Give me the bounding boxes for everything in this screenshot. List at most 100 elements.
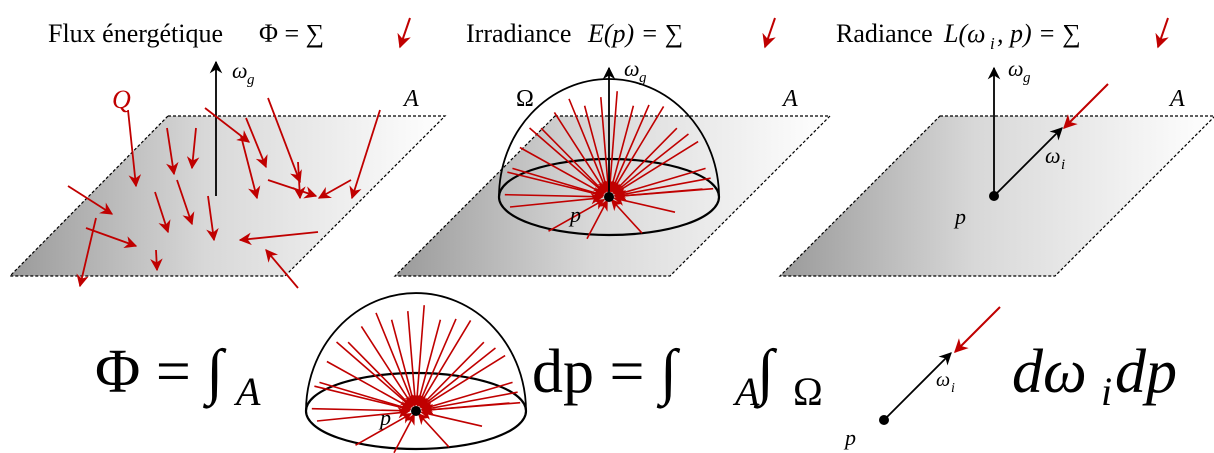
equation-hemisphere-ray xyxy=(355,413,413,446)
irradiance-omega-label: Ω xyxy=(516,86,534,112)
irradiance-hemisphere-ray xyxy=(610,104,650,193)
title-radiance: Radiance L(ω i , p) = ∑ xyxy=(836,17,1169,53)
title-irradiance-math: E(p) = ∑ xyxy=(587,19,683,48)
equation-hemisphere-ray xyxy=(419,341,485,408)
panel-radiance: A ω g p ω i xyxy=(778,56,1214,277)
equation-hemisphere-ray xyxy=(411,305,425,406)
irradiance-hemisphere-ray xyxy=(613,167,706,198)
radiance-incoming-ray xyxy=(1063,83,1109,129)
title-flux-text: Flux énergétique xyxy=(48,19,223,48)
equation-hemisphere-ray xyxy=(375,312,415,407)
equation-hemisphere-ray xyxy=(393,413,415,453)
irradiance-hemisphere-ray xyxy=(586,199,608,240)
title-radiance-ray-icon xyxy=(1155,17,1169,49)
equation-int1-sub: A xyxy=(233,369,261,414)
flux-ray xyxy=(267,179,318,199)
irradiance-hemisphere-ray xyxy=(604,91,618,192)
irradiance-hemisphere-ray xyxy=(583,105,611,193)
equation-int3-sub: Ω xyxy=(793,369,823,414)
flux-ray xyxy=(67,185,114,215)
irradiance-hemisphere-ray xyxy=(612,127,678,194)
radiance-normal-label: ω xyxy=(1008,56,1024,81)
irradiance-hemisphere-ray xyxy=(611,106,665,193)
irradiance-hemisphere-ray xyxy=(529,127,606,194)
irradiance-hemisphere-ray xyxy=(615,188,703,202)
equation-hemisphere-ray xyxy=(418,320,472,407)
flux-ray xyxy=(240,135,261,200)
title-radiance-math-sub: i xyxy=(990,34,995,53)
equation-mid: dp = ∫ xyxy=(532,338,681,409)
irradiance-point-label: p xyxy=(568,202,581,227)
equation-hemisphere-ray xyxy=(390,319,418,407)
flux-area-label: A xyxy=(402,86,419,112)
flux-ray xyxy=(85,227,138,249)
flux-ray xyxy=(349,109,381,200)
irradiance-hemisphere-ray xyxy=(568,98,608,193)
irradiance-hemisphere-ray xyxy=(512,167,605,198)
radiance-direction-arrow xyxy=(993,127,1063,197)
equation-hemisphere-ray xyxy=(319,381,412,412)
equation-hemisphere-ray xyxy=(420,409,483,427)
equation-hemisphere-ray xyxy=(336,341,413,408)
flux-ray xyxy=(245,117,268,169)
irradiance-hemisphere-ray xyxy=(613,195,676,213)
equation-hemisphere-ray xyxy=(417,413,450,448)
equation-hemisphere-ray xyxy=(316,407,410,422)
flux-normal-label-sub: g xyxy=(247,72,255,88)
irradiance-hemisphere-point xyxy=(604,192,614,202)
flux-normal-label: ω xyxy=(232,58,248,83)
title-flux-ray-icon xyxy=(397,17,411,49)
equation-int3: ∫ xyxy=(753,338,778,409)
flux-area-plane xyxy=(8,115,447,277)
flux-q-label: Q xyxy=(112,85,131,114)
irradiance-hemisphere-ray xyxy=(613,140,699,195)
irradiance-hemisphere-ray xyxy=(548,199,606,232)
irradiance-hemisphere-ray xyxy=(612,133,689,194)
irradiance-hemisphere-ray xyxy=(507,171,604,199)
title-radiance-math-tail: , p) = ∑ xyxy=(997,19,1081,48)
title-flux: Flux énergétique Φ = ∑ xyxy=(48,17,411,49)
irradiance-hemisphere-ray xyxy=(607,105,635,193)
equation-hemisphere-ray xyxy=(420,354,506,409)
equation-hemisphere-point xyxy=(411,406,421,416)
flux-ray xyxy=(186,127,200,170)
radiance-point-label: p xyxy=(953,204,966,229)
radiance-dir-label: ω xyxy=(1045,143,1061,168)
title-flux-math: Φ = ∑ xyxy=(259,19,324,48)
equation-direction-arrow xyxy=(883,352,952,421)
irradiance-normal-label-sub: g xyxy=(639,70,647,86)
equation-incoming-ray xyxy=(954,306,1001,353)
flux-ray xyxy=(238,231,319,246)
title-irradiance: Irradiance E(p) = ∑ xyxy=(466,17,776,49)
title-irradiance-text: Irradiance xyxy=(466,19,571,48)
flux-ray xyxy=(176,179,195,226)
radiance-area-label: A xyxy=(1168,86,1185,112)
equation-hemisphere-dome xyxy=(305,292,527,412)
radiance-dir-label-sub: i xyxy=(1061,157,1065,173)
equation-hemisphere-ray xyxy=(407,311,421,407)
flux-ray xyxy=(166,127,179,176)
irradiance-area-label: A xyxy=(781,86,798,112)
equation-hemisphere-ray xyxy=(417,318,457,407)
panel-irradiance: A ω g Ω p xyxy=(393,56,832,277)
irradiance-normal-label: ω xyxy=(624,56,640,81)
flux-ray xyxy=(150,249,163,272)
equation-dir-label: ω xyxy=(936,369,950,391)
equation-dir-label-sub: i xyxy=(951,381,955,396)
title-radiance-text: Radiance xyxy=(836,19,933,48)
equation-hemisphere-ray xyxy=(414,319,442,407)
equation-hemi-point-label: p xyxy=(378,405,391,430)
irradiance-hemisphere-ray xyxy=(553,112,607,193)
radiance-point xyxy=(989,191,999,201)
flux-ray xyxy=(267,97,302,184)
irradiance-hemisphere-ray xyxy=(600,97,614,193)
title-radiance-math: L(ω xyxy=(943,19,985,48)
flux-ray xyxy=(127,109,142,188)
equation-hemisphere-ray xyxy=(311,405,411,417)
flux-ray xyxy=(293,161,306,200)
equation-tail: dω xyxy=(1012,338,1087,406)
equation-hemisphere-ray xyxy=(314,385,411,413)
equation-hemisphere-ray xyxy=(360,326,414,407)
flux-ray xyxy=(265,249,299,289)
